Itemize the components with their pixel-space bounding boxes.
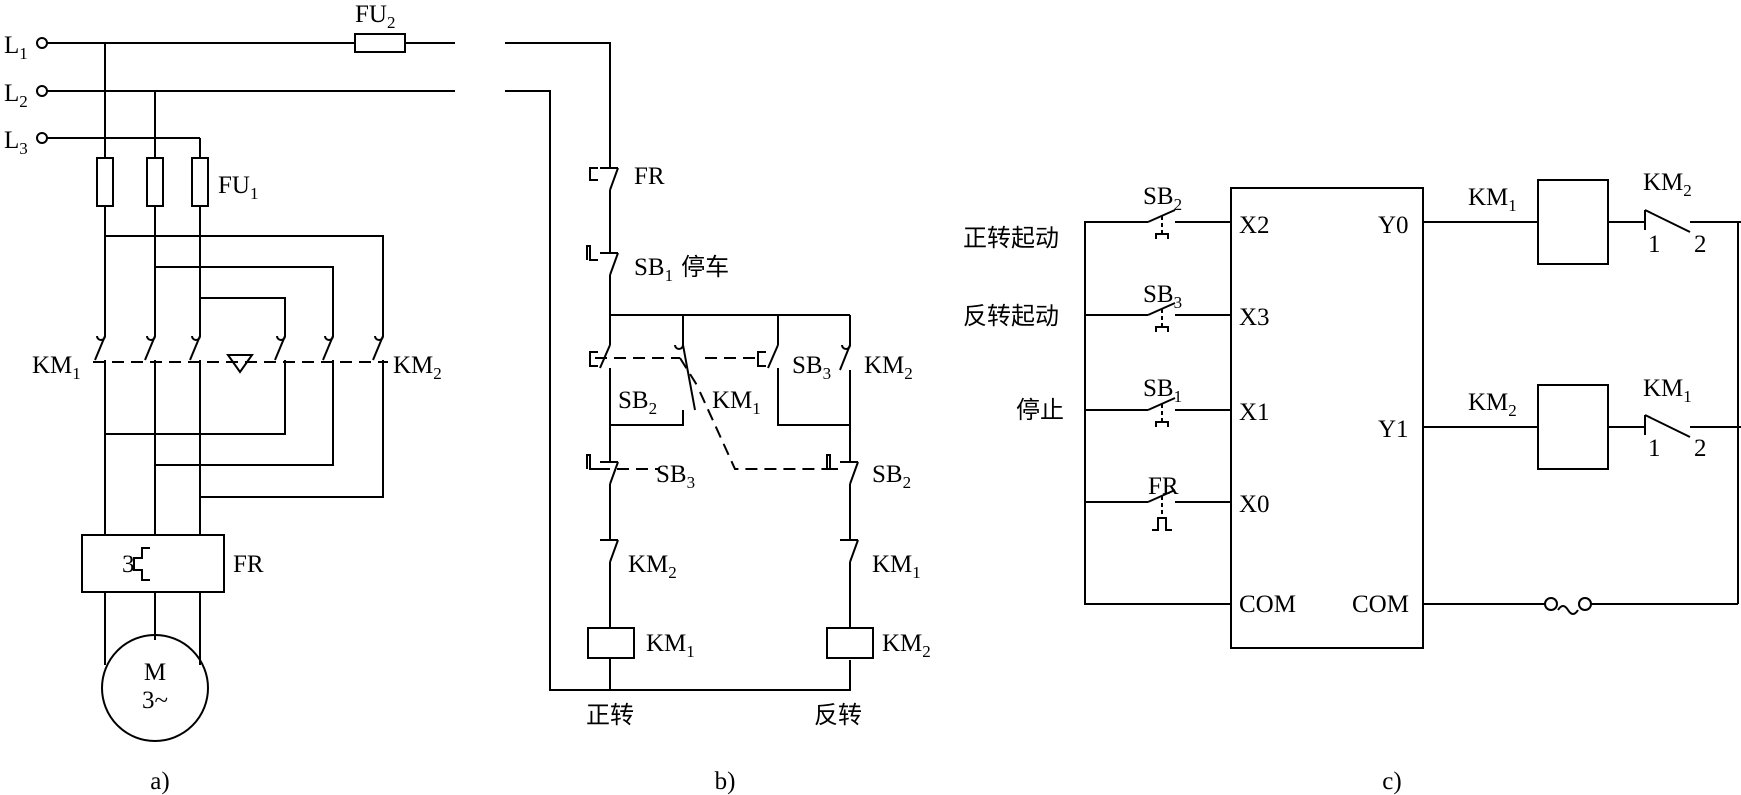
terminal-l3 xyxy=(36,132,48,144)
panel-a-main-circuit: L1 L2 L3 FU2 FU1 KM1 KM2 3 FR M 3~ a) xyxy=(4,1,455,795)
label-motor-spec: 3~ xyxy=(142,687,168,714)
label-km1: KM1 xyxy=(32,352,81,383)
svg-text:L3: L3 xyxy=(4,127,28,158)
label-km1-nc: KM1 xyxy=(1643,375,1692,406)
panel-c-plc-wiring: 正转起动 反转起动 停止 SB2 SB3 SB1 FR X2 X3 X1 X0 … xyxy=(963,169,1741,795)
label-sb3: SB3 xyxy=(792,352,831,383)
svg-text:L2: L2 xyxy=(4,80,28,111)
label-km1-coil-c: KM1 xyxy=(1468,184,1517,215)
sb3-nc-contact xyxy=(586,454,619,485)
label-sb2-c: SB2 xyxy=(1143,183,1182,214)
label-km1-hold: KM1 xyxy=(712,387,761,418)
fuse-fu1-c xyxy=(191,157,209,207)
km2-hold-contact xyxy=(839,344,851,371)
plc-km2-coil xyxy=(1537,384,1609,470)
label-km1-coil: KM1 xyxy=(646,630,695,661)
label-com-in: COM xyxy=(1239,591,1296,618)
fuse-fu1-b xyxy=(146,157,164,207)
label-km2-nc: KM2 xyxy=(1643,169,1692,200)
thermal-element-icon xyxy=(133,547,150,581)
label-x3: X3 xyxy=(1239,304,1270,331)
label-km1-interlock: KM1 xyxy=(872,551,921,582)
label-x1: X1 xyxy=(1239,399,1270,426)
label-sb2-low: SB2 xyxy=(872,461,911,492)
svg-text:L1: L1 xyxy=(4,32,28,63)
plc-input-sb2 xyxy=(1092,209,1231,239)
label-km2-hold: KM2 xyxy=(864,352,913,383)
label-fu2: FU2 xyxy=(355,1,395,32)
km1-main-contacts xyxy=(94,335,201,390)
sb1-stop-button xyxy=(586,245,619,315)
label-sb1-c: SB1 xyxy=(1143,375,1182,406)
plc-km1-coil xyxy=(1537,179,1609,265)
label-stop-c: 停止 xyxy=(1016,396,1064,424)
label-x2: X2 xyxy=(1239,212,1270,239)
km1-interlock-contact xyxy=(840,539,859,563)
label-sb3-low: SB3 xyxy=(656,461,695,492)
plc-input-fr xyxy=(1092,489,1231,531)
ac-supply-terminal-left xyxy=(1544,597,1558,611)
label-y1: Y1 xyxy=(1378,416,1409,443)
fr-nc-contact xyxy=(589,160,619,253)
label-sb3-c: SB3 xyxy=(1143,281,1182,312)
km2-main-contacts xyxy=(274,335,384,361)
label-fr-b: FR xyxy=(634,163,665,190)
fuse-fu1-a xyxy=(96,157,114,207)
label-sb2: SB2 xyxy=(618,387,657,418)
label-fu1: FU1 xyxy=(218,172,258,203)
label-km2: KM2 xyxy=(393,352,442,383)
label-km2-interlock: KM2 xyxy=(628,551,677,582)
caption-a: a) xyxy=(150,768,169,795)
fuse-fu2 xyxy=(354,33,406,53)
terminal-l1 xyxy=(36,37,48,49)
label-fwd-start: 正转起动 xyxy=(963,224,1059,252)
label-pin1-b: 1 xyxy=(1648,435,1661,462)
label-x0: X0 xyxy=(1239,491,1270,518)
ac-symbol-icon xyxy=(1557,605,1579,615)
label-km2-coil-c: KM2 xyxy=(1468,389,1517,420)
plc-input-sb3 xyxy=(1092,302,1231,332)
label-pin2-a: 2 xyxy=(1694,231,1707,258)
thermal-relay-fr xyxy=(81,534,225,593)
km2-coil xyxy=(826,627,874,659)
km2-interlock-contact xyxy=(600,539,619,563)
label-motor: M xyxy=(144,659,166,686)
caption-c: c) xyxy=(1382,768,1401,795)
label-reverse: 反转 xyxy=(814,701,862,729)
label-km2-coil: KM2 xyxy=(882,630,931,661)
plc-module xyxy=(1230,187,1424,649)
caption-b: b) xyxy=(715,768,736,795)
km1-hold-contact xyxy=(674,344,696,411)
label-fr: FR xyxy=(233,551,264,578)
ac-supply-terminal-right xyxy=(1578,597,1592,611)
plc-km2-nc-contact xyxy=(1644,209,1741,233)
plc-km1-nc-contact xyxy=(1644,414,1741,438)
label-rev-start: 反转起动 xyxy=(963,302,1059,330)
label-y0: Y0 xyxy=(1378,212,1409,239)
sb2-start-button xyxy=(589,344,611,369)
interlock-triangle xyxy=(226,354,254,374)
label-fr-count: 3 xyxy=(122,551,135,578)
km1-coil xyxy=(587,627,635,659)
label-forward: 正转 xyxy=(586,701,634,729)
terminal-l2 xyxy=(36,85,48,97)
plc-input-sb1 xyxy=(1092,397,1231,427)
motor xyxy=(101,634,209,742)
label-pin2-b: 2 xyxy=(1694,435,1707,462)
sb3-start-button xyxy=(757,344,779,369)
label-fr-c: FR xyxy=(1148,473,1179,500)
label-com-out: COM xyxy=(1352,591,1409,618)
label-pin1-a: 1 xyxy=(1648,231,1661,258)
